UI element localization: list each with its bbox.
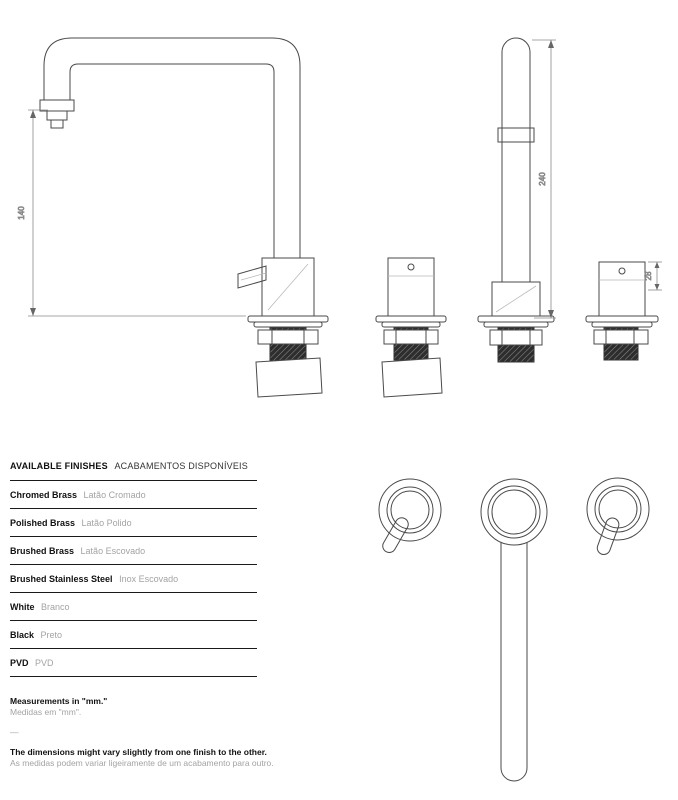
finish-name-pt: Latão Polido [81, 518, 132, 528]
faucet-side-view [39, 37, 329, 398]
spout-outlet-front [497, 127, 535, 143]
finish-name-en: Black [10, 630, 35, 640]
lever-top-view [596, 517, 620, 555]
finish-name-en: Polished Brass [10, 518, 76, 528]
finish-name-en: Chromed Brass [10, 490, 78, 500]
finish-name-en: White [10, 602, 35, 612]
lever-top-view [382, 517, 409, 553]
finishes-header-pt: ACABAMENTOS DISPONÍVEIS [114, 461, 248, 471]
finish-name-pt: Latão Cromado [83, 490, 146, 500]
faucet-lever [237, 265, 267, 289]
spout-arm-top-view [500, 542, 528, 782]
dim-side-height-label: 140 [17, 206, 26, 220]
finishes-table: AVAILABLE FINISHES ACABAMENTOS DISPONÍVE… [10, 461, 257, 677]
dimension-side-height: 140 [17, 109, 246, 317]
finish-row: Black Preto [10, 621, 257, 649]
finish-name-pt: Latão Escovado [80, 546, 146, 556]
finish-row: Brushed Stainless Steel Inox Escovado [10, 565, 257, 593]
valve-body [387, 257, 435, 317]
finish-row: White Branco [10, 593, 257, 621]
note-variance-en: The dimensions might vary slightly from … [10, 747, 267, 757]
valve-index-dot [618, 267, 626, 275]
finish-name-pt: PVD [35, 658, 54, 668]
handle-top-view-left [378, 478, 442, 553]
valve-front-view [585, 261, 659, 361]
dim-valve-height-label: 28 [644, 271, 653, 280]
finish-name-pt: Preto [40, 630, 63, 640]
note-measurements-en: Measurements in "mm." [10, 696, 108, 706]
valve-index-dot [407, 263, 415, 271]
finish-name-en: PVD [10, 658, 29, 668]
aerator-collar [39, 99, 75, 112]
note-measurements-pt: Medidas em "mm". [10, 707, 82, 717]
dimension-front-height: 240 [532, 39, 556, 319]
finishes-header: AVAILABLE FINISHES ACABAMENTOS DISPONÍVE… [10, 461, 257, 481]
faucet-front-view [477, 37, 555, 363]
finish-row: Chromed Brass Latão Cromado [10, 481, 257, 509]
finish-row: Brushed Brass Latão Escovado [10, 537, 257, 565]
finish-name-en: Brushed Brass [10, 546, 75, 556]
spout-top-view [480, 478, 548, 782]
mounting-block [255, 357, 323, 398]
finish-row: Polished Brass Latão Polido [10, 509, 257, 537]
dimension-valve-height: 28 [644, 261, 662, 291]
note-separator: — [10, 727, 19, 737]
valve-side-view [375, 257, 447, 398]
finish-name-pt: Branco [41, 602, 70, 612]
footnotes: Measurements in "mm." Medidas em "mm". —… [10, 696, 360, 769]
finish-name-pt: Inox Escovado [119, 574, 179, 584]
finish-row: PVD PVD [10, 649, 257, 677]
finishes-header-en: AVAILABLE FINISHES [10, 461, 108, 471]
finish-name-en: Brushed Stainless Steel [10, 574, 113, 584]
dim-front-height-label: 240 [538, 172, 547, 186]
handle-top-view-right [586, 477, 650, 555]
note-variance-pt: As medidas podem variar ligeiramente de … [10, 758, 274, 768]
